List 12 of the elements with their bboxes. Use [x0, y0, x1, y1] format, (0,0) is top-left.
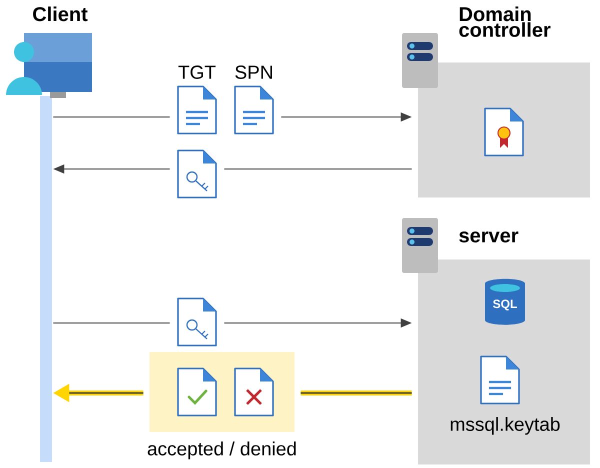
document-label: TGT [178, 66, 216, 79]
ticket-icon [177, 150, 217, 198]
file-name: mssql.keytab [450, 417, 560, 435]
certificate-icon [484, 108, 524, 156]
node-heading: Domain controller [459, 6, 550, 37]
document-label: SPN [235, 66, 272, 79]
accepted-document-icon [177, 368, 217, 416]
box-caption: accepted / denied [148, 442, 296, 460]
node-heading: server [459, 232, 518, 242]
denied-document-icon [234, 368, 274, 416]
ticket-icon [177, 298, 217, 346]
node-heading: Client [33, 6, 88, 22]
